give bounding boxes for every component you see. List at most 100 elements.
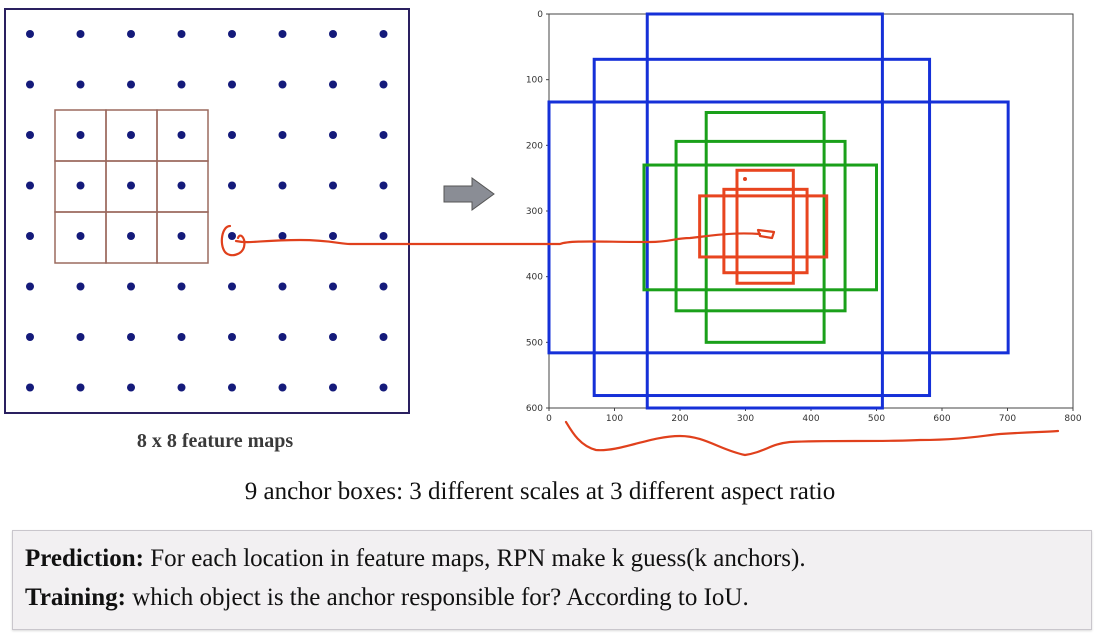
anchor-box [547, 100, 1010, 355]
feature-map-dot [76, 232, 85, 240]
grid-cell [156, 211, 209, 264]
feature-map-dot [177, 383, 186, 392]
anchor-box [642, 163, 878, 292]
feature-map-frame [4, 8, 410, 414]
feature-map-dot [379, 181, 388, 190]
x-tick-label: 0 [546, 414, 552, 424]
feature-map-dot [278, 383, 287, 392]
feature-map-dot [26, 333, 34, 341]
x-tick-label: 400 [802, 414, 819, 424]
feature-map-dot [177, 282, 186, 291]
feature-map-dot [329, 181, 337, 190]
y-tick-label: 100 [526, 76, 543, 86]
feature-map-dot [26, 80, 34, 89]
hand-annotation [220, 224, 1060, 457]
feature-map-dot [127, 30, 135, 38]
training-text: which object is the anchor responsible f… [125, 584, 749, 611]
feature-map-caption: 8 x 8 feature maps [136, 430, 294, 452]
y-tick-label: 500 [526, 338, 543, 348]
feature-map-dot [228, 333, 236, 341]
x-tick-label: 700 [999, 414, 1016, 424]
anchor-box [722, 187, 809, 275]
y-tick-label: 0 [537, 10, 543, 20]
feature-map-dot [228, 232, 236, 240]
feature-map-dot [76, 80, 85, 89]
prediction-line: Prediction: For each location in feature… [25, 545, 806, 573]
feature-map-dot [26, 181, 34, 190]
feature-map-dot [278, 282, 287, 291]
training-line: Training: which object is the anchor res… [25, 584, 749, 612]
x-tick-label: 600 [933, 414, 950, 424]
feature-map-dot [76, 383, 85, 392]
x-tick-label: 100 [606, 414, 623, 424]
feature-map-dot [76, 181, 85, 190]
feature-map-dot [76, 131, 85, 139]
feature-map-dot [329, 80, 337, 89]
feature-map-dot [76, 333, 85, 341]
anchor-box [704, 111, 826, 344]
feature-map-dot [177, 181, 186, 190]
feature-map-dot [26, 282, 34, 291]
y-tick-label: 200 [526, 141, 543, 151]
feature-map-dot [127, 383, 135, 392]
anchor-center-dot [743, 177, 747, 181]
prediction-label: Prediction: [25, 545, 144, 572]
feature-map-dot [26, 383, 34, 392]
feature-map-dot [127, 333, 135, 341]
feature-map-dot [379, 333, 388, 341]
feature-map-dot [379, 80, 388, 89]
right-arrow-icon [443, 177, 495, 211]
feature-map-dot [127, 181, 135, 190]
anchor-box [698, 194, 829, 259]
feature-map-dot [177, 232, 186, 240]
feature-map-dot [329, 282, 337, 291]
feature-map-dot [278, 30, 287, 38]
feature-map-dot [379, 232, 388, 240]
feature-map-dot [228, 383, 236, 392]
y-tick-label: 400 [526, 273, 543, 283]
x-tick-label: 800 [1064, 414, 1081, 424]
anchor-box [645, 12, 884, 410]
anchor-box [735, 168, 795, 285]
x-tick-label: 500 [868, 414, 885, 424]
feature-map-dot [278, 333, 287, 341]
y-tick-label: 300 [526, 207, 543, 217]
feature-map-dot [26, 30, 34, 38]
feature-map-dot [127, 232, 135, 240]
feature-map-dot [127, 80, 135, 89]
feature-map-dot [379, 131, 388, 139]
feature-map-dot [177, 333, 186, 341]
feature-map-dot [228, 282, 236, 291]
feature-map-dot [127, 282, 135, 291]
feature-map-dot [278, 181, 287, 190]
feature-map-dot [26, 232, 34, 240]
plot-ticks: 0 100 200 300 400 500 600 700 800 0 100 200 300 400 50… [526, 10, 1082, 424]
prediction-text: For each location in feature maps, RPN m… [143, 545, 806, 572]
feature-map-dot [228, 131, 236, 139]
feature-map-dot [379, 383, 388, 392]
feature-map-dot [228, 30, 236, 38]
training-label: Training: [25, 584, 126, 611]
notes-box: Prediction: For each location in feature… [12, 530, 1092, 630]
main-caption: 9 anchor boxes: 3 different scales at 3 … [244, 478, 836, 505]
feature-map-dot [278, 232, 287, 240]
feature-map-dot [278, 80, 287, 89]
feature-map-dot [329, 232, 337, 240]
feature-map-dot [379, 282, 388, 291]
x-tick-label: 200 [671, 414, 688, 424]
feature-map-dot [177, 30, 186, 38]
feature-map-dot [177, 131, 186, 139]
anchor-box [592, 57, 932, 398]
feature-map-dot [177, 80, 186, 89]
feature-map-dot [329, 333, 337, 341]
anchor-box [674, 139, 847, 313]
feature-map-dots [26, 30, 388, 392]
anchor-boxes [547, 12, 1010, 410]
feature-map-dot [76, 282, 85, 291]
feature-map-dot [329, 30, 337, 38]
plot-axes [548, 13, 1074, 409]
feature-map-dot [278, 131, 287, 139]
x-tick-label: 300 [737, 414, 754, 424]
